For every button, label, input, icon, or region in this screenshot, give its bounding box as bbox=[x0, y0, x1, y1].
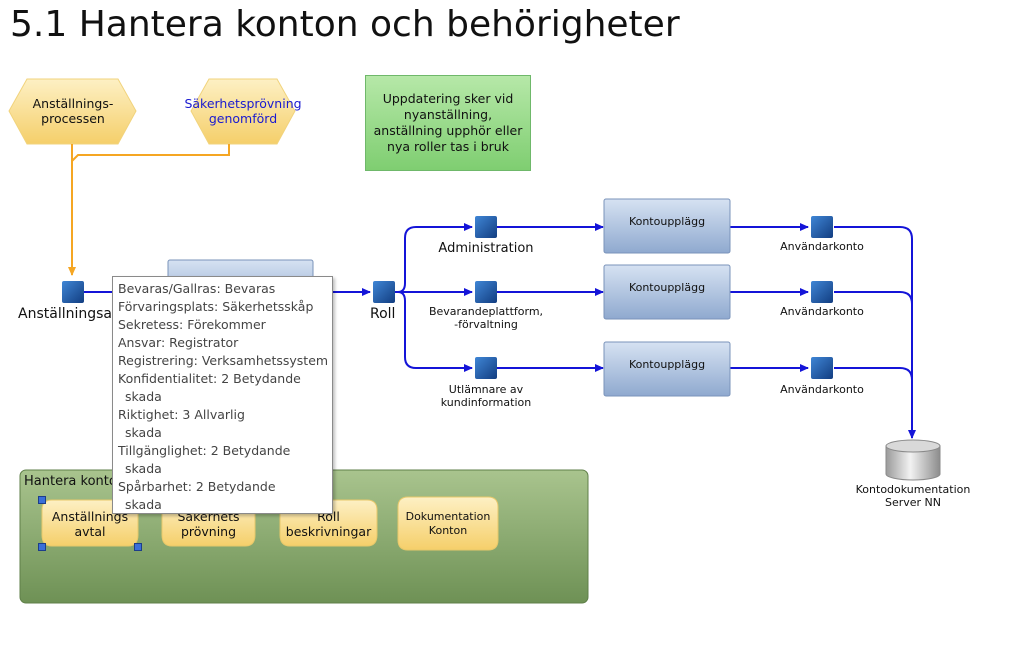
hiring-process-label: Anställnings- processen bbox=[32, 96, 114, 126]
customer-info-label: Utlämnare av kundinformation bbox=[440, 383, 532, 409]
user-account-event-2[interactable] bbox=[811, 281, 833, 303]
tooltip-line: Spårbarhet: 2 Betydande bbox=[118, 479, 276, 494]
administration-label: Administration bbox=[438, 241, 534, 256]
user-account-event-3[interactable] bbox=[811, 357, 833, 379]
tooltip-line: Registrering: Verksamhetssystem bbox=[118, 353, 329, 368]
resize-handle[interactable] bbox=[38, 543, 46, 551]
tooltip-line: Riktighet: 3 Allvarlig bbox=[118, 407, 245, 422]
flow-connector bbox=[834, 367, 913, 381]
account-setup-box-1[interactable] bbox=[603, 198, 731, 254]
tooltip-line: Sekretess: Förekommer bbox=[118, 317, 266, 332]
account-setup-label-1: Kontoupplägg bbox=[628, 215, 706, 228]
database-cylinder[interactable] bbox=[885, 439, 941, 481]
administration-event[interactable] bbox=[475, 216, 497, 238]
customer-info-event[interactable] bbox=[475, 357, 497, 379]
hiring-process-hexagon[interactable] bbox=[8, 78, 137, 145]
user-account-label-3: Användarkonto bbox=[780, 383, 864, 396]
page-title: 5.1 Hantera konton och behörigheter bbox=[10, 4, 680, 45]
resize-handle[interactable] bbox=[134, 543, 142, 551]
security-check-hexagon[interactable] bbox=[190, 78, 296, 145]
flow-connector bbox=[395, 223, 473, 293]
flow-connector bbox=[834, 226, 916, 439]
start-event[interactable] bbox=[62, 281, 84, 303]
user-account-event-1[interactable] bbox=[811, 216, 833, 238]
doc-employment-contract-label: Anställnings avtal bbox=[51, 509, 129, 539]
tooltip-line: Förvaringsplats: Säkerhetsskåp bbox=[118, 299, 314, 314]
preservation-platform-event[interactable] bbox=[475, 281, 497, 303]
database-label: Kontodokumentation Server NN bbox=[855, 483, 971, 509]
tooltip-line: skada bbox=[125, 425, 162, 440]
tooltip-line: Tillgänglighet: 2 Betydande bbox=[118, 443, 291, 458]
doc-account-documentation[interactable] bbox=[397, 496, 499, 551]
flow-connector bbox=[397, 291, 473, 372]
start-event-label: Anställningsav bbox=[18, 306, 121, 322]
group-label: Hantera konto bbox=[24, 474, 117, 489]
tooltip-line: Ansvar: Registrator bbox=[118, 335, 239, 350]
account-setup-label-3: Kontoupplägg bbox=[628, 358, 706, 371]
input-connector bbox=[71, 144, 230, 162]
security-check-label: Säkerhetsprövning genomförd bbox=[184, 96, 302, 126]
user-account-label-2: Användarkonto bbox=[780, 305, 864, 318]
account-setup-box-2[interactable] bbox=[603, 264, 731, 320]
account-setup-box-3[interactable] bbox=[603, 341, 731, 397]
tooltip-line: Bevaras/Gallras: Bevaras bbox=[118, 281, 276, 296]
tooltip-line: Konfidentialitet: 2 Betydande bbox=[118, 371, 301, 386]
flow-connector bbox=[834, 291, 913, 305]
tooltip-line: skada bbox=[125, 461, 162, 476]
user-account-label-1: Användarkonto bbox=[780, 240, 864, 253]
update-note[interactable]: Uppdatering sker vid nyanställning, anst… bbox=[365, 75, 531, 171]
doc-account-documentation-label: Dokumentation Konton bbox=[405, 510, 491, 537]
properties-tooltip: Bevaras/Gallras: Bevaras Förvaringsplats… bbox=[112, 276, 333, 514]
tooltip-line: skada bbox=[125, 389, 162, 404]
account-setup-label-2: Kontoupplägg bbox=[628, 281, 706, 294]
role-event-label: Roll bbox=[370, 306, 396, 322]
tooltip-line: skada bbox=[125, 497, 162, 512]
role-event[interactable] bbox=[373, 281, 395, 303]
resize-handle[interactable] bbox=[38, 496, 46, 504]
preservation-platform-label: Bevarandeplattform, -förvaltning bbox=[428, 305, 544, 331]
